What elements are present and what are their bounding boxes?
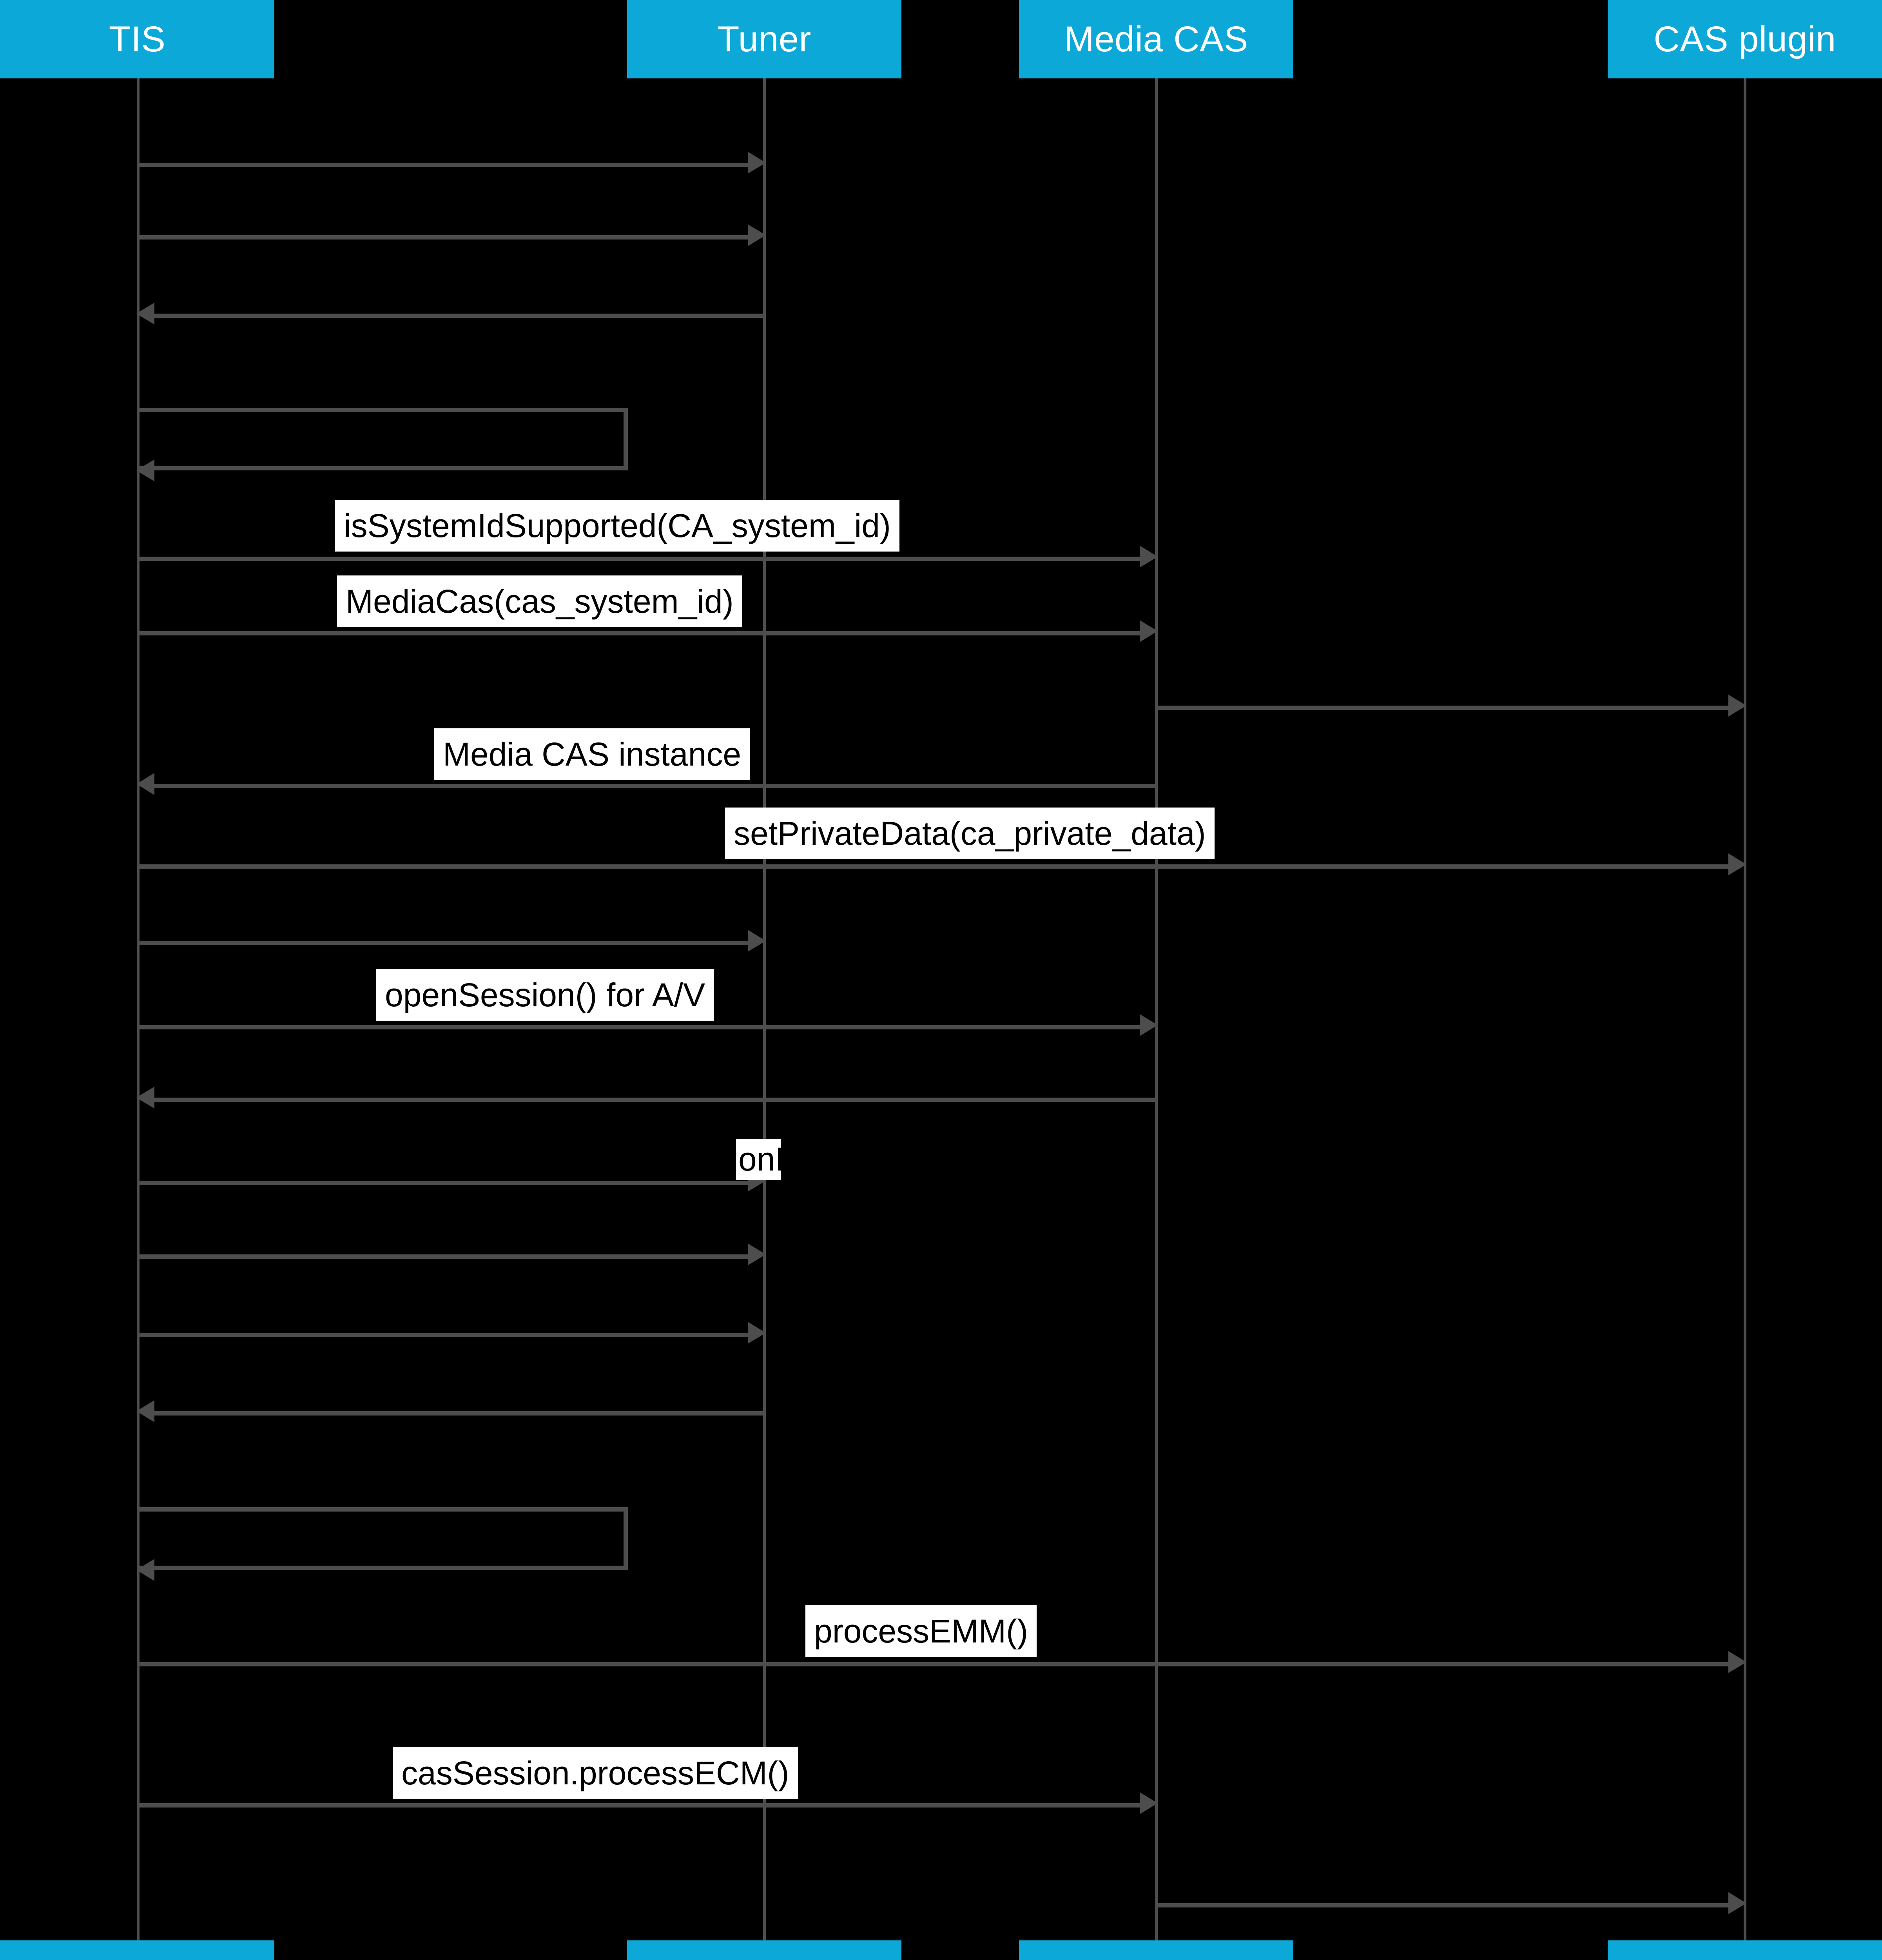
participant-header-casplugin[interactable]: CAS plugin <box>1608 0 1882 78</box>
arrowhead-right-1 <box>748 152 766 174</box>
message-arrow-10 <box>138 941 749 945</box>
message-arrow-16 <box>154 1411 766 1416</box>
arrowhead-right-18 <box>1728 1651 1746 1673</box>
arrowhead-left-3 <box>136 303 154 325</box>
message-arrow-9 <box>138 864 1730 869</box>
arrowhead-right-20 <box>1728 1892 1746 1914</box>
message-arrow-3 <box>154 314 766 318</box>
participant-header-tis[interactable]: TIS <box>0 0 274 78</box>
self-message-4 <box>138 408 628 470</box>
participant-label: CAS plugin <box>1654 19 1836 59</box>
participant-header-tuner[interactable]: Tuner <box>627 0 901 78</box>
message-label-18: processEMM() <box>805 1605 1037 1657</box>
arrowhead-right-5 <box>1140 546 1158 568</box>
message-arrow-6 <box>138 631 1141 635</box>
lifeline-tis <box>137 78 140 1940</box>
arrowhead-right-6 <box>1140 620 1158 642</box>
message-arrow-13 <box>138 1181 749 1185</box>
message-arrow-14 <box>138 1254 749 1259</box>
participant-footer-tuner[interactable]: Tuner <box>627 1940 901 1960</box>
message-label-11: openSession() for A/V <box>376 969 714 1021</box>
message-label-8: Media CAS instance <box>434 728 750 780</box>
arrowhead-left-4 <box>136 459 154 481</box>
arrowhead-right-7 <box>1728 695 1746 717</box>
message-arrow-8 <box>154 784 1158 788</box>
message-arrow-7 <box>1156 706 1730 710</box>
message-arrow-2 <box>138 235 749 240</box>
arrowhead-right-2 <box>748 224 766 246</box>
message-label-9: setPrivateData(ca_private_data) <box>725 808 1215 859</box>
lifeline-mediacas <box>1155 78 1158 1940</box>
arrowhead-left-12 <box>136 1087 154 1109</box>
participant-footer-mediacas[interactable]: Media CAS <box>1019 1940 1293 1960</box>
arrowhead-left-16 <box>136 1400 154 1422</box>
self-message-17 <box>138 1507 628 1570</box>
participant-label: Tuner <box>717 19 811 59</box>
lifeline-casplugin <box>1744 78 1746 1940</box>
lifeline-tuner <box>763 78 766 1940</box>
participant-footer-tis[interactable]: TIS <box>0 1940 274 1960</box>
arrowhead-right-14 <box>748 1243 766 1265</box>
message-arrow-20 <box>1156 1903 1730 1907</box>
message-arrow-11 <box>138 1025 1141 1029</box>
participant-label: TIS <box>109 19 166 59</box>
arrowhead-right-19 <box>1140 1792 1158 1814</box>
participant-footer-casplugin[interactable]: CAS plugin <box>1608 1940 1882 1960</box>
participant-label: Media CAS <box>1064 19 1248 59</box>
arrowhead-right-11 <box>1140 1014 1158 1036</box>
message-label-19: casSession.processECM() <box>393 1747 798 1799</box>
arrowhead-right-9 <box>1728 853 1746 875</box>
message-label-6: MediaCas(cas_system_id) <box>337 575 742 627</box>
arrowhead-right-15 <box>748 1322 766 1344</box>
message-arrow-1 <box>138 163 749 167</box>
arrowhead-left-8 <box>136 773 154 795</box>
message-arrow-12 <box>154 1098 1158 1102</box>
message-arrow-5 <box>138 557 1141 561</box>
arrowhead-right-10 <box>748 930 766 952</box>
message-label-13: onId <box>736 1139 781 1180</box>
message-arrow-18 <box>138 1662 1730 1666</box>
participant-header-mediacas[interactable]: Media CAS <box>1019 0 1293 78</box>
message-label-5: isSystemIdSupported(CA_system_id) <box>335 500 899 552</box>
arrowhead-left-17 <box>136 1559 154 1581</box>
message-arrow-15 <box>138 1333 749 1337</box>
message-arrow-19 <box>138 1803 1141 1808</box>
